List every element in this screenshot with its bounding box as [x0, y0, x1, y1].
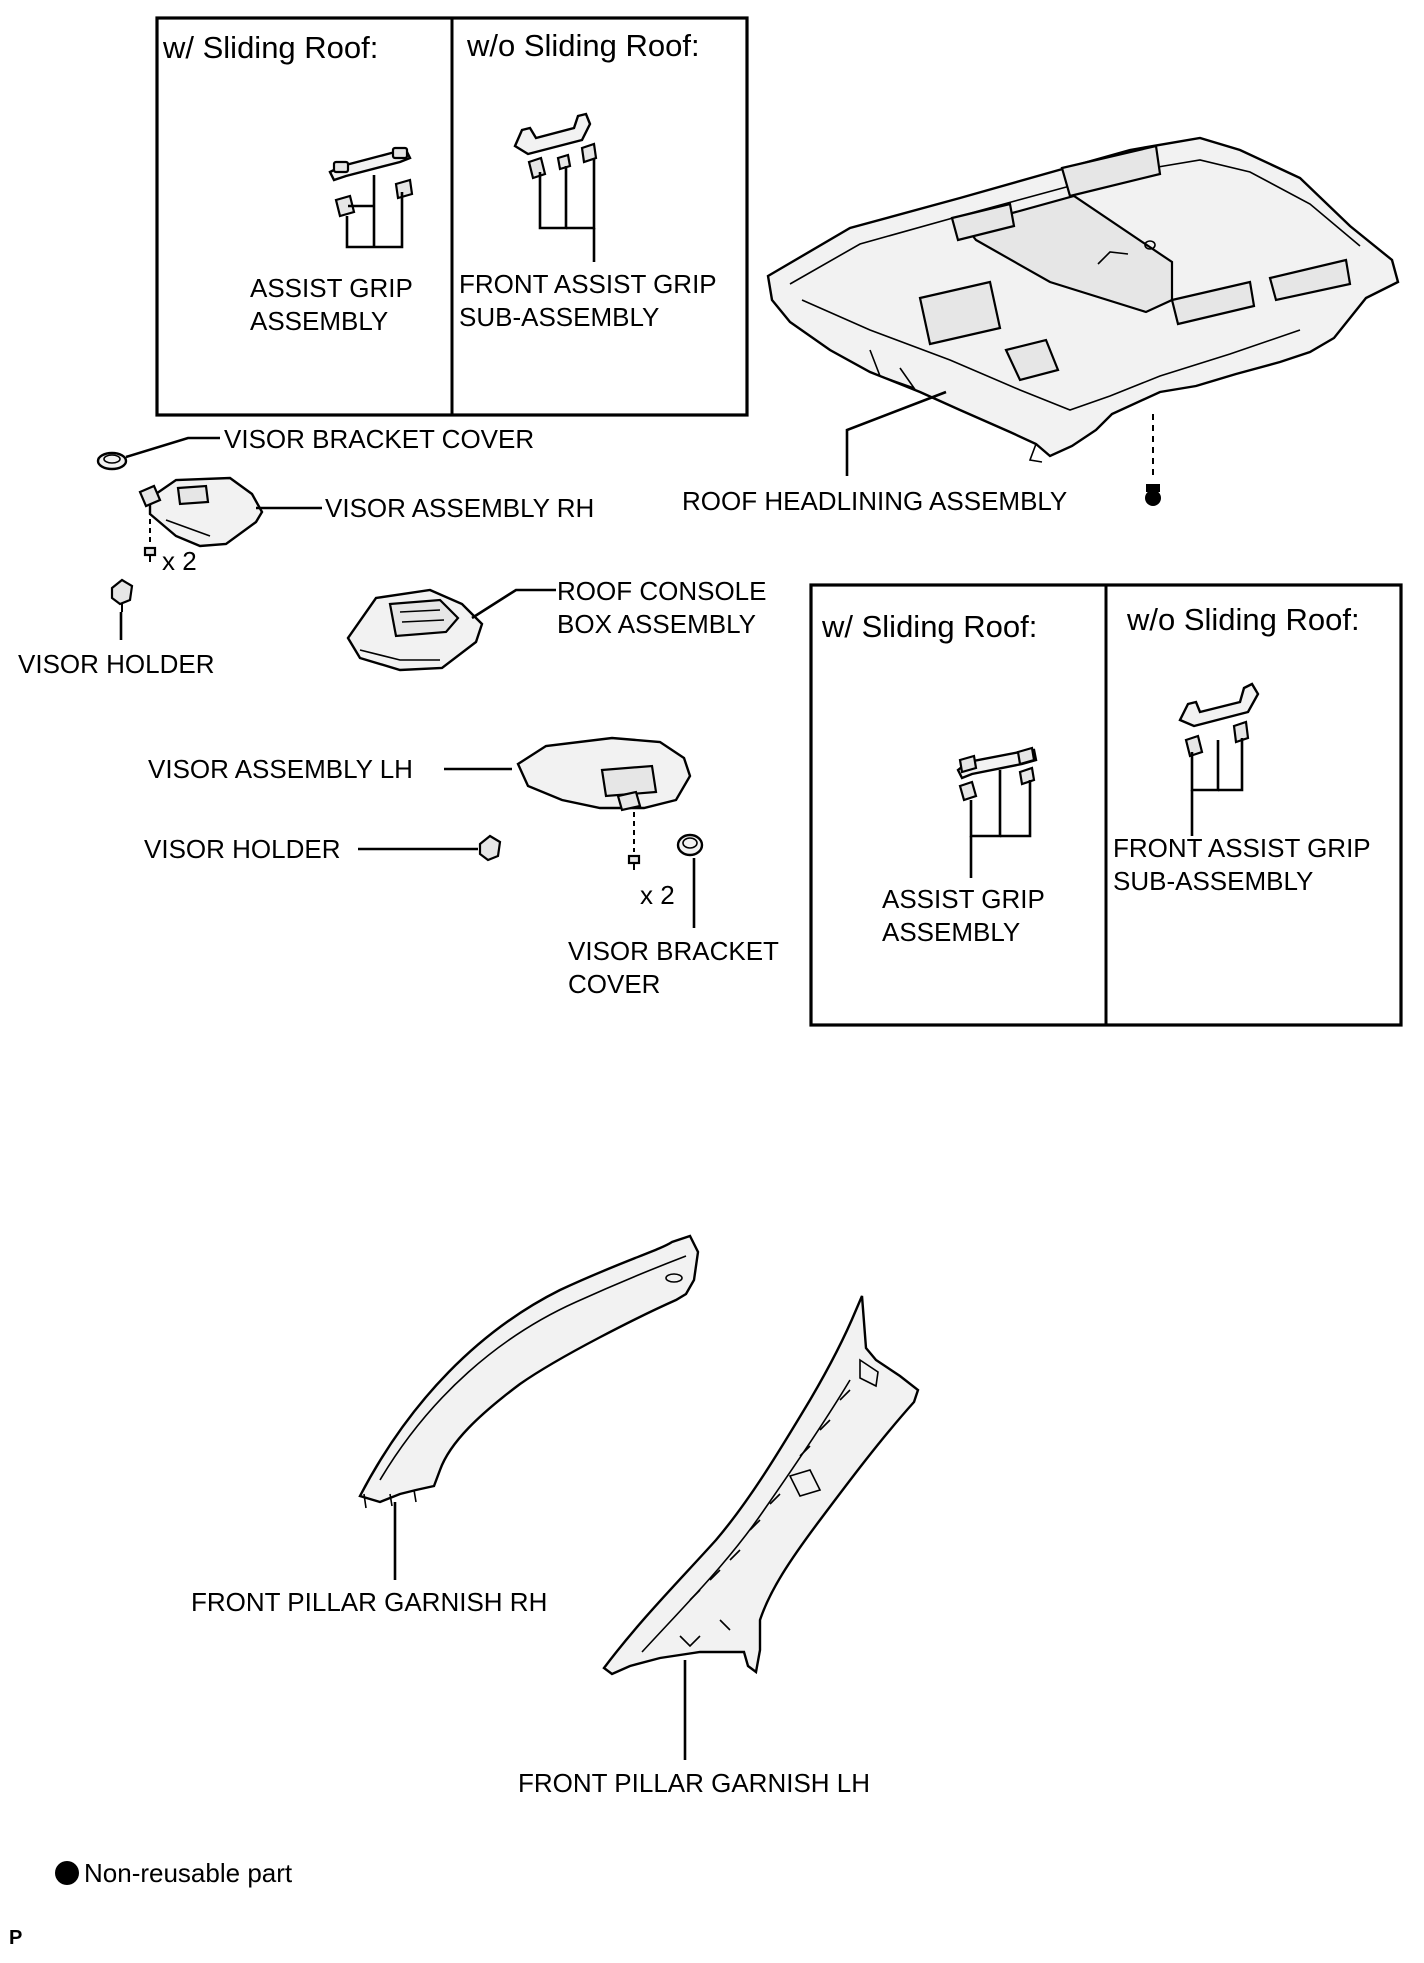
assist-grip-label-2-l1: ASSIST GRIP [882, 884, 1045, 914]
visor-holder-left-label: VISOR HOLDER [18, 649, 215, 679]
assist-grip-part-icon [328, 146, 414, 218]
non-reusable-legend-label: Non-reusable part [84, 1858, 293, 1888]
leader-front-assist-top-1 [538, 166, 568, 230]
roof-console-label-l2: BOX ASSEMBLY [557, 609, 756, 639]
w-sliding-roof-header: w/ Sliding Roof: [162, 30, 378, 65]
visor-assembly-rh-label: VISOR ASSEMBLY RH [325, 493, 594, 523]
front-assist-grip-label-2-l2: SUB-ASSEMBLY [1113, 866, 1313, 896]
roof-headlining-label: ROOF HEADLINING ASSEMBLY [682, 486, 1067, 516]
footer-code: P [9, 1927, 22, 1949]
visor-bracket-cover-lh-icon [676, 833, 704, 857]
visor-bracket-cover-lh-label-l1: VISOR BRACKET [568, 936, 779, 966]
roof-console-box-part-icon [346, 588, 484, 672]
visor-bracket-cover-top-label: VISOR BRACKET COVER [224, 424, 534, 454]
x2-rh-label: x 2 [162, 546, 197, 576]
leader-assist-grip-top-3 [345, 216, 374, 249]
leader-roof-headlining [845, 390, 947, 476]
front-pillar-lh-label: FRONT PILLAR GARNISH LH [518, 1768, 870, 1798]
leader-visor-bracket-cover-top [125, 436, 220, 459]
visor-holder-mid-label: VISOR HOLDER [144, 834, 341, 864]
front-pillar-garnish-rh-part [358, 1234, 700, 1509]
visor-lh-part-icon [516, 736, 692, 812]
leader-assist-grip-top [348, 175, 376, 247]
assist-grip-label-l1: ASSIST GRIP [250, 273, 413, 303]
leader-front-assist-right-2 [1218, 738, 1244, 792]
leader-assist-grip-right-2 [1000, 780, 1032, 838]
leader-front-assist-right-1 [1190, 740, 1220, 792]
leader-assist-grip-right-1 [969, 770, 1002, 838]
visor-bracket-cover-lh-label-l2: COVER [568, 969, 660, 999]
roof-headlining-part [766, 136, 1400, 463]
visor-holder-mid-icon [478, 834, 502, 862]
x2-lh-label: x 2 [640, 880, 675, 910]
visor-assembly-lh-label: VISOR ASSEMBLY LH [148, 754, 413, 784]
inset-box-right: w/ Sliding Roof: w/o Sliding Roof: ASSIS… [809, 583, 1403, 1027]
leader-roof-console [471, 588, 556, 620]
front-pillar-garnish-lh-part [602, 1295, 920, 1676]
front-assist-grip-label-2-l1: FRONT ASSIST GRIP [1113, 833, 1371, 863]
wo-sliding-roof-header-2: w/o Sliding Roof: [1126, 602, 1360, 637]
w-sliding-roof-header-2: w/ Sliding Roof: [821, 609, 1037, 644]
front-assist-grip-part-icon-2 [1178, 682, 1260, 758]
assist-grip-label-l2: ASSEMBLY [250, 306, 388, 336]
non-reusable-clip-icon [1145, 484, 1161, 506]
wo-sliding-roof-header: w/o Sliding Roof: [466, 28, 700, 63]
front-assist-grip-label-l2: SUB-ASSEMBLY [459, 302, 659, 332]
front-pillar-rh-label: FRONT PILLAR GARNISH RH [191, 1587, 547, 1617]
front-assist-grip-label-l1: FRONT ASSIST GRIP [459, 269, 717, 299]
screw-lh-icon [627, 854, 641, 870]
leader-assist-grip-top-2 [374, 192, 404, 249]
inset-box-top: w/ Sliding Roof: w/o Sliding Roof: ASSIS… [155, 16, 749, 417]
assist-grip-label-2-l2: ASSEMBLY [882, 917, 1020, 947]
visor-holder-left-icon [110, 578, 134, 612]
non-reusable-legend-dot-icon [55, 1861, 79, 1885]
screw-rh-icon [143, 546, 157, 562]
visor-bracket-cover-top-icon [96, 451, 128, 471]
roof-console-label-l1: ROOF CONSOLE [557, 576, 766, 606]
visor-rh-part-icon [138, 476, 264, 548]
